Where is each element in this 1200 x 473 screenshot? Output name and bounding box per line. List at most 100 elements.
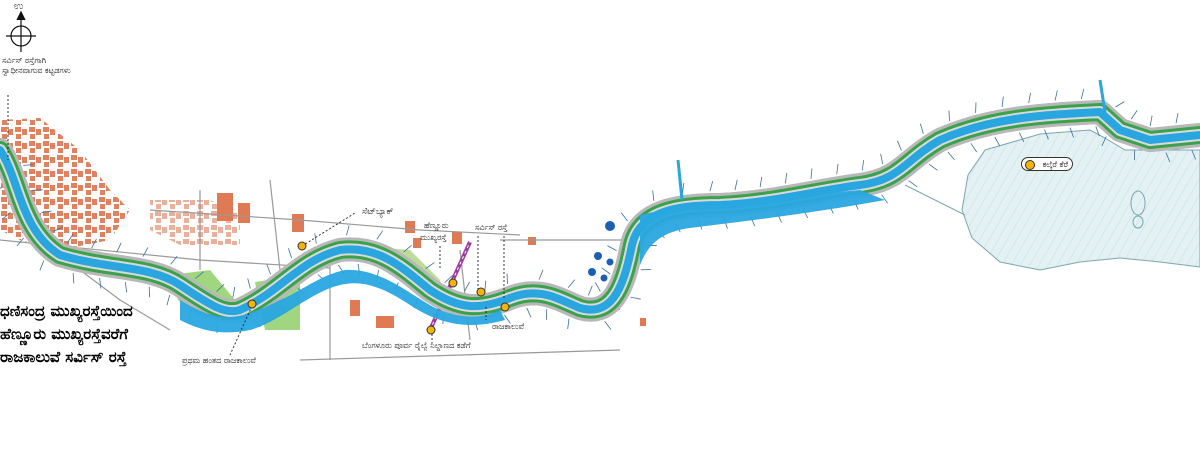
building (452, 232, 462, 244)
building (238, 203, 250, 223)
canal-water-wide (640, 190, 885, 265)
bank-tick (32, 189, 43, 191)
building (376, 316, 394, 328)
bank-tick (266, 264, 271, 275)
bank-tick (170, 255, 178, 265)
bank-tick (897, 140, 902, 151)
lake-label-tag: ಕಲ್ಕೆರೆ ಕೆರೆ (1021, 157, 1073, 171)
tree-icon (594, 252, 602, 260)
bank-tick (836, 163, 839, 175)
bank-tick (881, 194, 888, 204)
first-phase-rajakaluve-label: ಪ್ರಥಮ ಹಂತದ ರಾಜಕಾಲುವೆ (182, 356, 256, 365)
marker-dot-icon (247, 299, 257, 309)
bank-tick (1115, 101, 1125, 108)
building (413, 238, 421, 248)
bank-tick (1130, 110, 1138, 120)
bank-tick (195, 271, 204, 279)
bank-tick (1095, 126, 1100, 137)
building (217, 193, 233, 221)
bank-tick (1069, 127, 1074, 138)
bank-tick (1080, 88, 1085, 100)
bank-tick (759, 176, 763, 188)
bank-tick (1044, 129, 1049, 140)
marker-dot-icon (500, 302, 510, 312)
bank-tick (604, 321, 612, 330)
bank-tick (376, 230, 384, 240)
building (350, 300, 360, 316)
compass-north-icon (6, 10, 36, 52)
bank-tick (425, 262, 435, 269)
bank-tick (464, 281, 470, 292)
north-label: ಉ (14, 1, 24, 12)
bank-tick (861, 160, 864, 171)
bank-tick (734, 179, 738, 191)
bank-tick (16, 237, 24, 247)
lake-island (1132, 215, 1144, 229)
service-road-buildings-label: ಸರ್ವಿಸ್ ರಸ್ತೆಗಾಗಿ ಸ್ವಾಧೀನವಾಗುವ ಕಟ್ಟಡಗಳು (2, 56, 71, 75)
side-channel (904, 184, 966, 216)
bank-tick (23, 164, 34, 166)
building (640, 318, 646, 326)
bank-tick (1028, 92, 1031, 104)
bank-tick (314, 233, 317, 244)
bank-tick (232, 286, 236, 298)
bank-tick (947, 151, 955, 161)
bank-tick (403, 244, 412, 253)
lake-island (1130, 190, 1146, 216)
bank-tick (948, 110, 950, 122)
marker-dot-icon (426, 325, 436, 335)
marker-dot-icon (1025, 160, 1035, 170)
bank-tick (880, 153, 884, 165)
bank-tick (709, 180, 714, 192)
bank-tick (504, 314, 511, 324)
bank-tick (0, 186, 2, 189)
bank-tick (166, 294, 171, 306)
tree-icon (606, 258, 614, 266)
bank-tick (72, 272, 75, 284)
bank-tick (928, 163, 938, 171)
bank-tick (785, 172, 788, 184)
leader-lines (7, 95, 505, 356)
service-road-label: ಸರ್ವಿಸ್ ರಸ್ತೆ (475, 223, 508, 232)
tree-icon (588, 268, 596, 276)
side-channel (676, 159, 684, 201)
bank-tick (288, 248, 293, 259)
bank-tick (920, 123, 924, 134)
bank-tick (620, 212, 628, 222)
bank-tick (601, 267, 611, 275)
tree-icon-group (588, 221, 615, 282)
bank-tick (2, 212, 11, 220)
bank-tick (1054, 90, 1058, 101)
marker-dot-icon (476, 287, 486, 297)
bank-tick (99, 278, 102, 289)
railway-station-label: ಬೆಂಗಳೂರು ಪೂರ್ವ ರೈಲ್ವೆ ನಿಲ್ದಾಣದ ಕಡೆಗೆ (362, 341, 471, 350)
bank-tick (1019, 132, 1025, 143)
bank-tick (567, 279, 576, 288)
canal-water (0, 108, 1200, 316)
bank-tick (607, 245, 617, 251)
bank-tick (484, 280, 487, 292)
bank-tick (1165, 152, 1171, 163)
building (528, 237, 536, 245)
building (292, 214, 304, 232)
bank-tick (91, 238, 97, 249)
bank-tick (116, 242, 122, 253)
bank-tick (587, 285, 593, 296)
bank-tick (346, 225, 350, 236)
marker-group (247, 241, 510, 335)
lake-label: ಕಲ್ಕೆರೆ ಕೆರೆ (1042, 160, 1068, 169)
building (405, 221, 415, 233)
bank-tick (1101, 136, 1107, 147)
bank-tick (53, 226, 64, 232)
side-channel (1098, 79, 1107, 113)
bank-tick (506, 273, 508, 285)
hennur-main-road-label-2: ಮುಖ್ಯರಸ್ತೆ (420, 233, 447, 242)
bank-tick (594, 282, 601, 292)
bank-tick (538, 269, 544, 280)
bank-tick (142, 247, 149, 257)
tree-icon (600, 274, 608, 282)
bank-tick (994, 136, 1001, 147)
bank-tick (216, 284, 225, 292)
lake-area (961, 129, 1200, 271)
